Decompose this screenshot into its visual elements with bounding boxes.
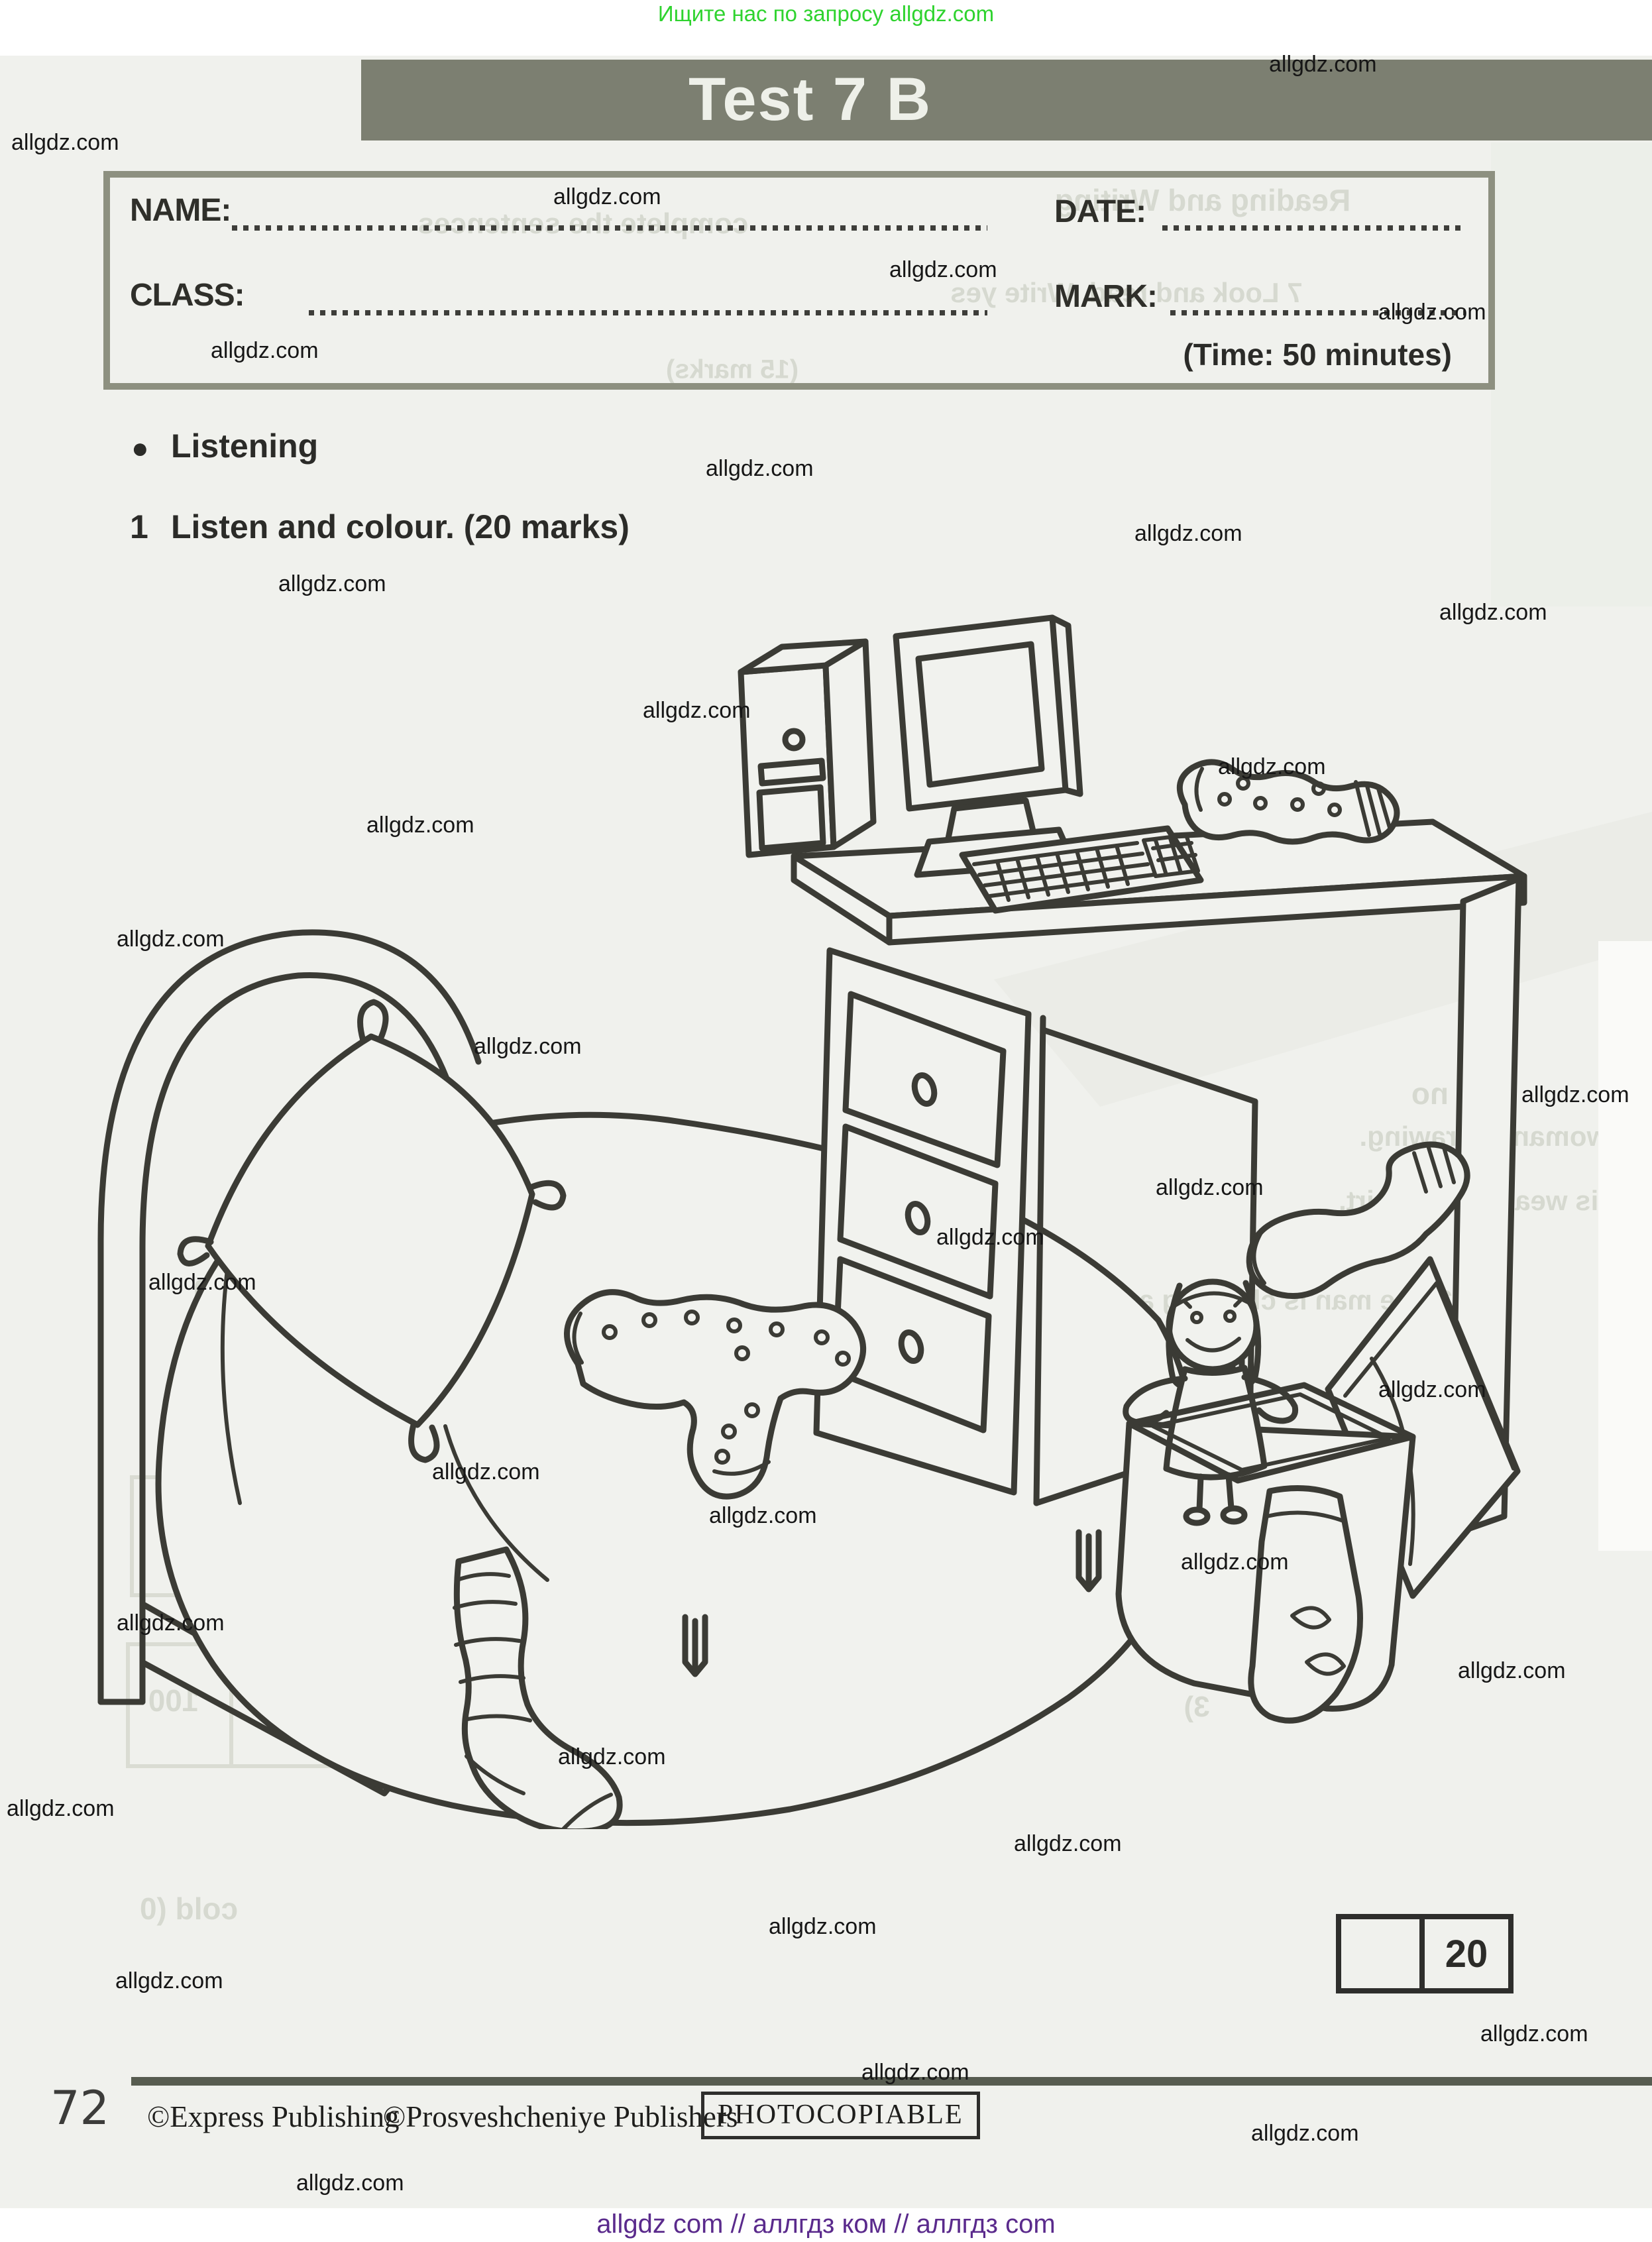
show-through-text: What's the weather like? bbox=[250, 1422, 605, 1457]
name-field[interactable] bbox=[232, 225, 987, 231]
time-note: (Time: 50 minutes) bbox=[1183, 337, 1452, 372]
class-field[interactable] bbox=[309, 310, 987, 315]
score-cell-empty[interactable] bbox=[1341, 1919, 1425, 1988]
copyright-prosveshcheniye: ©Prosveshcheniye Publishers bbox=[383, 2100, 738, 2133]
footer-rule bbox=[131, 2077, 1652, 2086]
show-through-text: no bbox=[1411, 1076, 1449, 1111]
student-info-box: NAME: DATE: CLASS: MARK: (Time: 50 minut… bbox=[103, 171, 1495, 390]
show-through-text: Communication bbox=[192, 1267, 464, 1307]
name-label: NAME: bbox=[130, 193, 231, 228]
scan-shadow-wash bbox=[1491, 142, 1652, 606]
date-label: DATE: bbox=[1054, 194, 1146, 229]
show-through-box-divider bbox=[229, 1646, 233, 1764]
test-title: Test 7 B bbox=[688, 66, 932, 133]
show-through-text: 3 The girl is wearing shorts. bbox=[536, 1170, 922, 1202]
show-through-text: 5 The boy is riding a bike. bbox=[441, 1302, 798, 1335]
test-header-bar: Test 7 B bbox=[361, 60, 1652, 140]
class-label: CLASS: bbox=[130, 278, 245, 313]
mark-field[interactable] bbox=[1170, 310, 1466, 315]
show-through-text: 100 bbox=[148, 1683, 199, 1718]
search-hint-banner: Ищите нас по запросу allgdz.com bbox=[657, 1, 995, 26]
mark-label: MARK: bbox=[1054, 279, 1158, 314]
score-cell-max: 20 bbox=[1445, 1932, 1488, 1976]
show-through-text: 2 The man is climbing a tree. bbox=[1072, 1284, 1453, 1316]
task-instruction: Listen and colour. (20 marks) bbox=[171, 508, 630, 545]
task-number: 1 bbox=[130, 508, 148, 545]
show-through-text: 1 The boy is wearing a T-shirt. bbox=[1339, 1185, 1652, 1216]
show-through-text: 0 The woman is drawing. bbox=[1359, 1121, 1652, 1152]
show-through-text: Total bbox=[281, 1683, 353, 1718]
show-through-text: 1) bbox=[618, 1697, 644, 1730]
page-number: 72 bbox=[50, 2081, 110, 2135]
show-through-text: 15 bbox=[188, 1515, 223, 1549]
site-footer-banner: allgdz com // аллгдз ком // аллгдз com bbox=[596, 2210, 1056, 2239]
section-heading: Listening bbox=[171, 427, 319, 465]
section-bullet-icon: ● bbox=[131, 432, 149, 465]
show-through-text: 3) bbox=[1184, 1691, 1210, 1723]
date-field[interactable] bbox=[1162, 225, 1466, 231]
show-through-text: 4 It's snowing. bbox=[621, 1205, 821, 1238]
show-through-text: 2) bbox=[782, 1618, 808, 1650]
photocopiable-badge: PHOTOCOPIABLE bbox=[701, 2092, 980, 2139]
copyright-express: ©Express Publishing bbox=[147, 2100, 400, 2133]
score-box: 20 bbox=[1336, 1914, 1514, 1993]
show-through-text: cold (0 bbox=[139, 1891, 239, 1926]
